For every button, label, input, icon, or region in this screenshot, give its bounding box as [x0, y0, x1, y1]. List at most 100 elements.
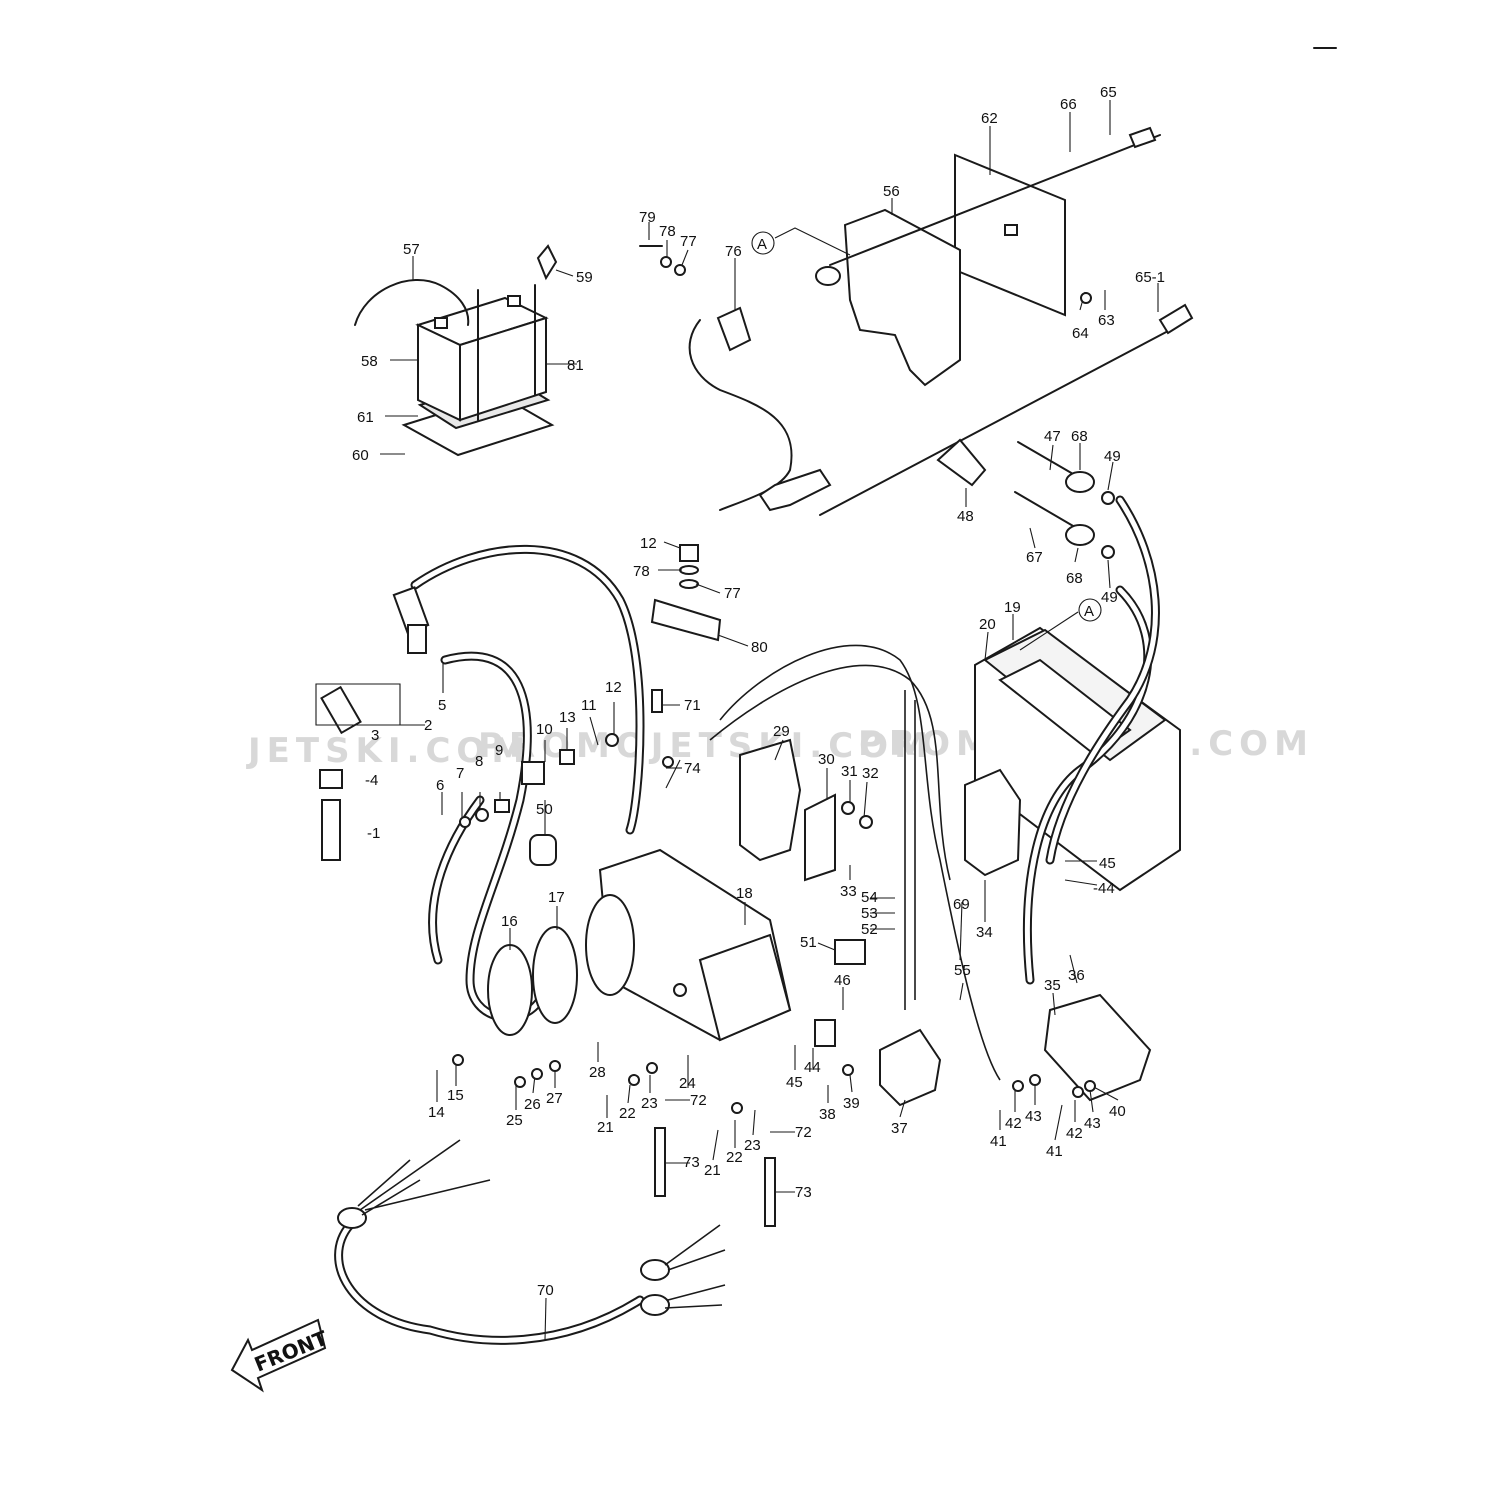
- connector-51: [834, 939, 866, 965]
- ref-marker-a-1-text: A: [757, 236, 767, 253]
- case-cover: [698, 933, 792, 1042]
- callout-44: 44: [804, 1059, 821, 1076]
- clamp-10: [521, 761, 545, 785]
- callout-37: 37: [891, 1120, 908, 1137]
- terminal-68-b: [1065, 524, 1095, 546]
- main-harness-70: [334, 1127, 776, 1345]
- gasket-20: [998, 658, 1132, 757]
- throttle-knob: [1158, 303, 1194, 335]
- washer-77: [679, 579, 699, 589]
- callout-32: 32: [862, 765, 879, 782]
- callout-3: 3: [371, 727, 379, 744]
- callout-61: 61: [357, 409, 374, 426]
- callout-16: 16: [501, 913, 518, 930]
- callout-44-right: -44: [1093, 880, 1115, 897]
- callout-12b: 12: [605, 679, 622, 696]
- callout-19: 19: [1004, 599, 1021, 616]
- watermark-text-1: JETSKI.COM: [246, 731, 531, 771]
- reference-markers: A A: [751, 227, 1102, 651]
- callout-53: 53: [861, 905, 878, 922]
- harness-connector-a: [337, 1207, 367, 1229]
- callout-52: 52: [861, 921, 878, 938]
- watermark-text-2: PROMOJETSKI.COM: [478, 726, 934, 766]
- callout-66: 66: [1060, 96, 1077, 113]
- coil-flange: [585, 894, 635, 996]
- plug-cap-2: [320, 685, 362, 735]
- throttle-cable: [819, 329, 1171, 516]
- callout-27: 27: [546, 1090, 563, 1107]
- callout-55: 55: [954, 962, 971, 979]
- plate-slot: [1004, 224, 1018, 236]
- terminal-cap-48: [936, 438, 987, 487]
- callout-51: 51: [800, 934, 817, 951]
- leader-lines: [315, 100, 1159, 1341]
- electrical-components: [709, 438, 1160, 1107]
- callout-28: 28: [589, 1064, 606, 1081]
- plug-44: [814, 1019, 836, 1047]
- callout-74: 74: [684, 760, 701, 777]
- callout-77a: 77: [680, 233, 697, 250]
- callout-58: 58: [361, 353, 378, 370]
- callout-78a: 78: [659, 223, 676, 240]
- callout-69: 69: [953, 896, 970, 913]
- rectifier-40: [1043, 993, 1152, 1102]
- grommet-49-b: [1101, 545, 1115, 559]
- battery-lead-67: [1014, 491, 1081, 531]
- front-arrow: FRONT: [230, 1318, 331, 1393]
- battery-lead-47: [1017, 441, 1081, 479]
- callout-60: 60: [352, 447, 369, 464]
- cable-bracket: [843, 208, 961, 387]
- callout-77b: 77: [724, 585, 741, 602]
- cable-boot: [758, 468, 832, 512]
- cable-nut: [815, 266, 841, 286]
- callout-59: 59: [576, 269, 593, 286]
- callout-70: 70: [537, 1282, 554, 1299]
- grommet-50: [529, 834, 557, 866]
- callout-54: 54: [861, 889, 878, 906]
- callout-25: 25: [506, 1112, 523, 1129]
- battery-side: [459, 316, 547, 422]
- callout-6: 6: [436, 777, 444, 794]
- ref-marker-a-1: [751, 231, 775, 255]
- nut-12: [679, 544, 699, 562]
- callout-71: 71: [684, 697, 701, 714]
- callout-47: 47: [1044, 428, 1061, 445]
- battery-terminal-1: [434, 317, 448, 329]
- ref-marker-a-2: [1078, 598, 1102, 622]
- electric-case: [487, 544, 836, 1042]
- coil-bracket-16: [487, 944, 533, 1036]
- coil-bracket-30: [804, 793, 836, 882]
- callout-40: 40: [1109, 1103, 1126, 1120]
- callout-42b: 42: [1066, 1125, 1083, 1142]
- callout-46: 46: [834, 972, 851, 989]
- regulator-34: [964, 768, 1022, 877]
- callout-68a: 68: [1071, 428, 1088, 445]
- ref-marker-a-2-text: A: [1084, 603, 1094, 620]
- callout-72b: 72: [795, 1124, 812, 1141]
- tube-73-b: [764, 1157, 776, 1227]
- callout-1: -1: [367, 825, 380, 842]
- callout-14: 14: [428, 1104, 445, 1121]
- choke-cable-rod: [829, 134, 1161, 266]
- case-hole: [673, 983, 687, 997]
- callout-11: 11: [581, 697, 597, 714]
- callout-65: 65: [1100, 84, 1117, 101]
- callout-43b: 43: [1084, 1115, 1101, 1132]
- callout-72a: 72: [690, 1092, 707, 1109]
- callout-24: 24: [679, 1075, 696, 1092]
- callout-15: 15: [447, 1087, 464, 1104]
- callout-23a: 23: [641, 1095, 658, 1112]
- callout-36: 36: [1068, 967, 1085, 984]
- battery-assembly: [354, 244, 558, 457]
- callout-22b: 22: [726, 1149, 743, 1166]
- callout-8: 8: [475, 753, 483, 770]
- callout-34: 34: [976, 924, 993, 941]
- callout-42a: 42: [1005, 1115, 1022, 1132]
- choke-knob: [1128, 126, 1157, 149]
- callout-7: 7: [456, 765, 464, 782]
- callout-38: 38: [819, 1106, 836, 1123]
- ignition-coil-29: [739, 738, 802, 862]
- callout-30: 30: [818, 751, 835, 768]
- callout-21b: 21: [704, 1162, 721, 1179]
